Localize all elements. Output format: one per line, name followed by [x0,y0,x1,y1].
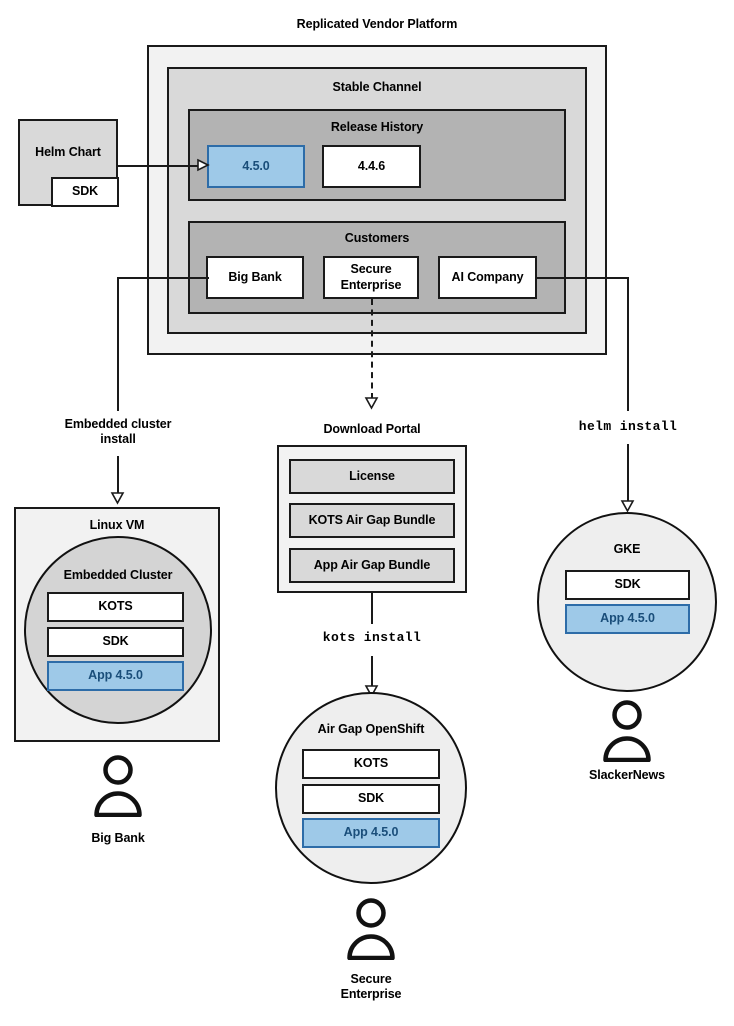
openshift-component-app[interactable]: App 4.5.0 [302,818,440,848]
connector-aicompany-vertical-bottom [627,444,629,503]
connector-bigbank-vertical-top [117,277,119,411]
arrow-head-icon [197,158,210,172]
customer-name-label: Big Bank [228,269,282,284]
helm-chart-sdk-label: SDK [71,184,99,199]
component-label: SDK [102,634,129,649]
arrow-head-icon [110,492,125,505]
user-avatar-icon [603,700,651,762]
connector-secure-enterprise-dashed [371,299,373,399]
customer-name-label: Secure Enterprise [340,262,402,292]
release-history-label: Release History [330,120,424,134]
stable-channel-label: Stable Channel [332,80,422,94]
release-box-4-5-0[interactable]: 4.5.0 [207,145,305,188]
linux-vm-label: Linux VM [89,518,145,532]
arrow-head-icon [364,397,379,410]
artifact-label: KOTS Air Gap Bundle [308,512,436,527]
edge-label-helm-install: helm install [578,419,678,434]
connector-aicompany-horizontal [536,277,629,279]
helm-chart-label: Helm Chart [35,144,101,159]
release-box-4-4-6[interactable]: 4.4.6 [322,145,421,188]
gke-circle [537,512,717,692]
download-portal-artifact-app-air-gap-bundle[interactable]: App Air Gap Bundle [289,548,455,583]
component-label: KOTS [98,599,133,614]
customer-box-ai-company[interactable]: AI Company [438,256,537,299]
connector-portal-vertical-bottom [371,656,373,688]
artifact-label: App Air Gap Bundle [313,557,431,572]
connector-bigbank-vertical-bottom [117,456,119,494]
edge-label-embedded-cluster-install: Embedded cluster install [64,417,172,447]
component-label: App 4.5.0 [600,611,655,626]
page-title: Replicated Vendor Platform [296,17,458,31]
gke-label: GKE [613,542,641,556]
customer-box-big-bank[interactable]: Big Bank [206,256,304,299]
customers-label: Customers [344,231,410,245]
connector-portal-vertical-top [371,593,373,624]
arrow-head-icon [364,685,379,698]
gke-component-app[interactable]: App 4.5.0 [565,604,690,634]
openshift-component-sdk[interactable]: SDK [302,784,440,814]
component-label: SDK [614,577,641,592]
helm-chart-sdk-box[interactable]: SDK [51,177,119,207]
user-avatar-icon [94,755,142,817]
gke-component-sdk[interactable]: SDK [565,570,690,600]
gke-user-label: SlackerNews [588,768,666,782]
download-portal-artifact-kots-air-gap-bundle[interactable]: KOTS Air Gap Bundle [289,503,455,538]
release-version-label: 4.4.6 [357,158,386,173]
download-portal-label: Download Portal [323,422,421,436]
user-avatar-icon [347,898,395,960]
connector-helm-to-release [118,165,201,167]
connector-bigbank-horizontal [117,277,209,279]
connector-aicompany-vertical-top [627,277,629,411]
embedded-cluster-label: Embedded Cluster [63,568,173,582]
release-version-label: 4.5.0 [242,158,270,173]
customer-name-label: AI Company [451,269,524,284]
artifact-label: License [349,468,395,483]
arrow-head-icon [620,500,635,513]
edge-label-kots-install: kots install [322,630,422,645]
customer-box-secure-enterprise[interactable]: Secure Enterprise [323,256,419,299]
component-label: SDK [357,791,385,806]
download-portal-artifact-license[interactable]: License [289,459,455,494]
linux-vm-component-sdk[interactable]: SDK [47,627,184,657]
air-gap-openshift-label: Air Gap OpenShift [317,722,425,736]
openshift-user-label: Secure Enterprise [340,972,402,1002]
linux-vm-user-label: Big Bank [91,831,145,845]
component-label: App 4.5.0 [343,825,399,840]
linux-vm-component-app[interactable]: App 4.5.0 [47,661,184,691]
component-label: App 4.5.0 [88,668,143,683]
linux-vm-component-kots[interactable]: KOTS [47,592,184,622]
openshift-component-kots[interactable]: KOTS [302,749,440,779]
component-label: KOTS [353,756,389,771]
